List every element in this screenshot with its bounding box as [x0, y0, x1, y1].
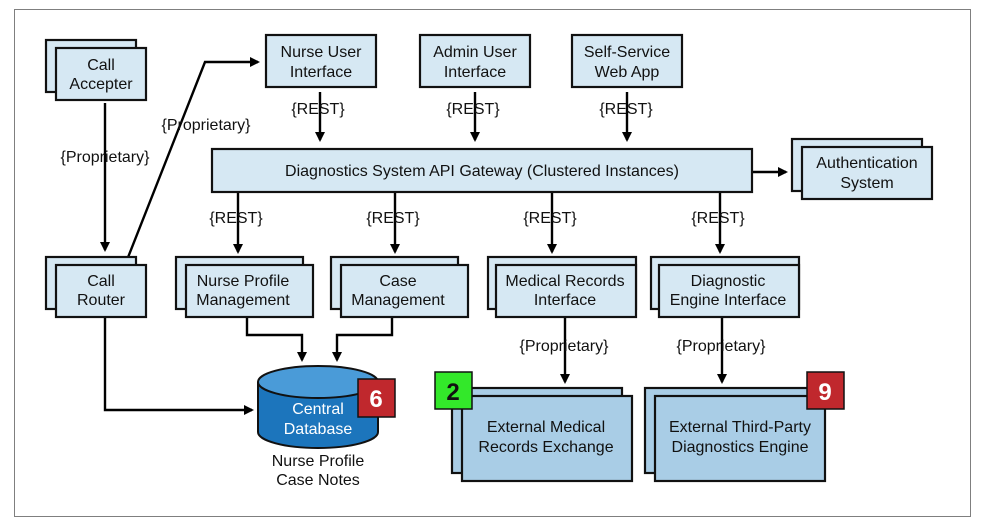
label-rest-self-service: {REST} [599, 101, 653, 118]
ext-diag-line1: External Third-Party [669, 419, 811, 436]
diag-if-line2: Engine Interface [670, 292, 787, 309]
admin-ui-line2: Interface [444, 64, 506, 81]
database-line1: Central [292, 401, 344, 418]
api-gateway-label: Diagnostics System API Gateway (Clustere… [285, 163, 679, 180]
ext-diag-line2: Diagnostics Engine [672, 439, 809, 456]
arrow-case-to-db [332, 313, 394, 362]
admin-ui-line1: Admin User [433, 44, 517, 61]
auth-line2: System [840, 175, 893, 192]
admin-user-interface: Admin User Interface [418, 33, 532, 89]
badge-ext-diag-box [806, 371, 845, 410]
call-router-line2: Router [77, 292, 126, 309]
label-proprietary-router-nurse-ui: {Proprietary} [162, 117, 252, 134]
case-line1: Case [379, 273, 416, 290]
self-service-line2: Web App [595, 64, 660, 81]
authentication-system: Authentication System [790, 137, 934, 201]
badge-ext-diag-number: 9 [818, 379, 831, 406]
label-rest-diag: {REST} [691, 210, 745, 227]
nurse-profile-management: Nurse Profile Management [174, 255, 315, 319]
db-caption-line2: Case Notes [276, 472, 360, 489]
badge-database-box [357, 378, 396, 418]
database-body [257, 382, 379, 449]
label-proprietary-accepter-router: {Proprietary} [61, 149, 151, 166]
label-rest-nurse-ui: {REST} [291, 101, 345, 118]
call-accepter-line2: Accepter [69, 76, 133, 93]
label-proprietary-medical: {Proprietary} [520, 338, 610, 355]
call-router: Call Router [44, 255, 148, 319]
self-service-line1: Self-Service [584, 44, 670, 61]
badge-ext-diag: 9 [806, 371, 845, 410]
nurse-profile-line2: Management [196, 292, 290, 309]
case-management: Case Management [329, 255, 470, 319]
self-service-web-app: Self-Service Web App [570, 33, 684, 89]
nurse-ui-line2: Interface [290, 64, 352, 81]
arrow-router-to-db [103, 313, 254, 415]
nurse-profile-line1: Nurse Profile [197, 273, 290, 290]
case-line2: Management [351, 292, 445, 309]
label-rest-medical: {REST} [523, 210, 577, 227]
nurse-user-interface: Nurse User Interface [264, 33, 378, 89]
call-router-line1: Call [87, 273, 115, 290]
ext-medical-line2: Records Exchange [478, 439, 613, 456]
api-gateway: Diagnostics System API Gateway (Clustere… [210, 147, 754, 194]
badge-ext-medical-number: 2 [446, 379, 459, 406]
label-proprietary-diag: {Proprietary} [677, 338, 767, 355]
badge-database-number: 6 [369, 386, 382, 413]
badge-ext-medical-box [434, 371, 473, 410]
diagnostic-engine-interface: Diagnostic Engine Interface [649, 255, 801, 319]
call-accepter: Call Accepter [44, 38, 148, 102]
medical-records-interface: Medical Records Interface [486, 255, 638, 319]
label-rest-nurse-profile: {REST} [209, 210, 263, 227]
db-caption-line1: Nurse Profile [272, 453, 365, 470]
connectors [100, 57, 788, 415]
medical-if-line1: Medical Records [505, 273, 624, 290]
arrow-router-to-nurse-ui [123, 57, 260, 266]
badge-database: 6 [357, 378, 396, 418]
ext-medical-line1: External Medical [487, 419, 605, 436]
label-rest-case: {REST} [366, 210, 420, 227]
diag-if-line1: Diagnostic [691, 273, 766, 290]
external-medical-records-exchange: External Medical Records Exchange [450, 386, 634, 483]
medical-if-line2: Interface [534, 292, 596, 309]
external-diagnostics-engine: External Third-Party Diagnostics Engine [643, 386, 827, 483]
call-accepter-line1: Call [87, 57, 115, 74]
nurse-ui-line1: Nurse User [281, 44, 363, 61]
protocol-labels: {Proprietary} {Proprietary} {REST} {REST… [61, 101, 767, 355]
arrow-nurse-profile-to-db [245, 313, 307, 362]
label-rest-admin-ui: {REST} [446, 101, 500, 118]
auth-line1: Authentication [816, 155, 917, 172]
badge-ext-medical: 2 [434, 371, 473, 410]
database-line2: Database [284, 421, 353, 438]
